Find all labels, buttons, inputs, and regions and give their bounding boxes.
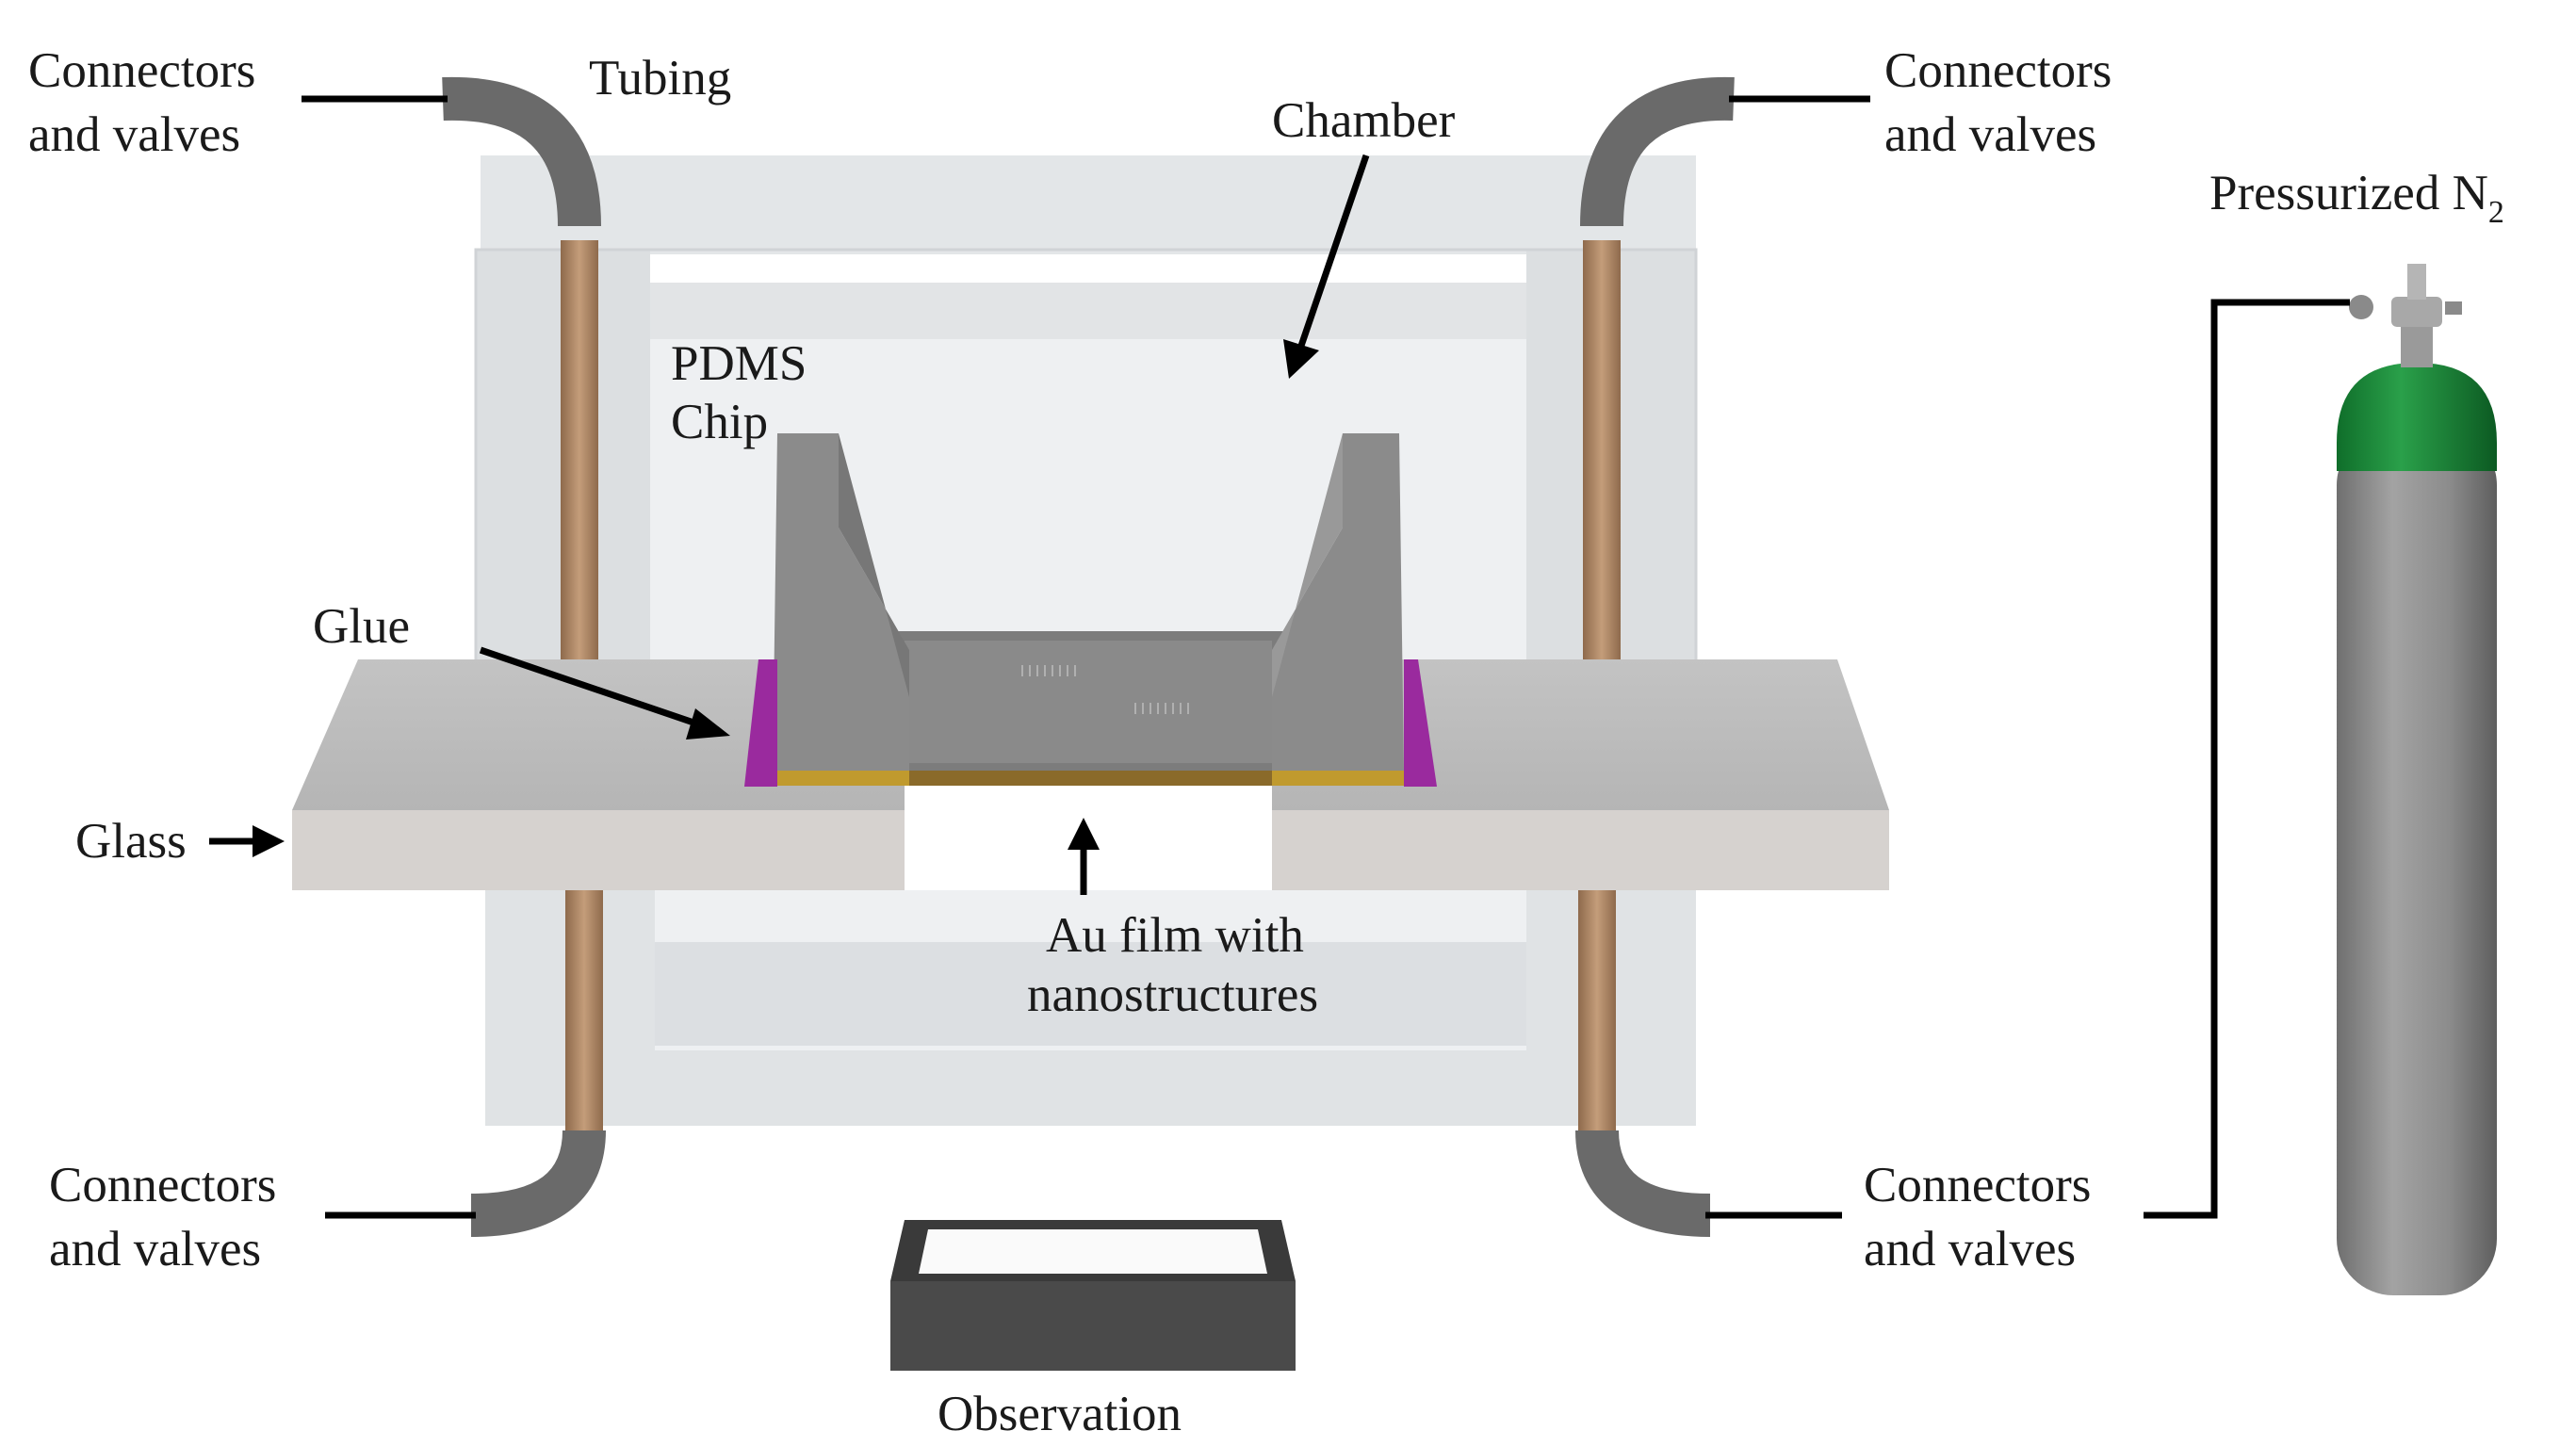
label-connectors-top-right-2: and valves [1884, 107, 2096, 162]
au-film [777, 771, 1404, 786]
observation-window-icon [890, 1220, 1296, 1371]
cylinder-valve [2391, 297, 2442, 327]
label-connectors-bottom-left-2: and valves [49, 1222, 261, 1276]
label-connectors-bottom-right-1: Connectors [1864, 1158, 2091, 1212]
hose-bottom-left [470, 1130, 606, 1237]
cylinder-valve-knob [2349, 295, 2373, 319]
cylinder-body [2337, 429, 2497, 1295]
observation-base [890, 1281, 1296, 1371]
tube-bottom-left [565, 890, 603, 1135]
cylinder-neck [2401, 325, 2433, 367]
chamber-lower-floor [655, 942, 1526, 1046]
label-observation: Observation [937, 1387, 1182, 1441]
glue [744, 659, 1437, 787]
pdms-right-tower-slope [1272, 433, 1343, 697]
label-connectors-top-left-1: Connectors [28, 43, 255, 98]
au-film-right-edge [1272, 771, 1404, 786]
gas-cylinder-icon [2337, 264, 2497, 1295]
label-connectors-top-right-1: Connectors [1884, 43, 2111, 98]
hose-top-left [442, 76, 601, 227]
tube-bottom-right [1578, 890, 1616, 1135]
label-pressurized-n2-sub: 2 [2488, 195, 2504, 230]
label-au-film-2: nanostructures [1027, 967, 1318, 1022]
label-au-film-1: Au film with [1046, 908, 1304, 963]
chamber-arrow-head [1283, 339, 1319, 379]
labels: Connectors and valves Tubing Chamber Con… [28, 43, 2504, 1441]
glass-right-front [1272, 810, 1889, 890]
tube-top-right [1583, 240, 1621, 735]
gas-supply-line [2144, 299, 2350, 1219]
glass-slide [292, 659, 1889, 890]
leader-lines [209, 95, 2350, 1219]
cylinder-valve-stem [2407, 264, 2426, 300]
label-glue: Glue [313, 599, 410, 654]
nanostructure-marks [1021, 665, 1189, 714]
hose-bottom-right [1575, 1130, 1711, 1237]
label-connectors-bottom-right-2: and valves [1864, 1222, 2076, 1276]
observation-screen [919, 1229, 1267, 1274]
pdms-channel [905, 641, 1272, 763]
label-connectors-bottom-left-1: Connectors [49, 1158, 276, 1212]
cylinder-valve-side [2445, 301, 2462, 315]
label-chamber: Chamber [1272, 93, 1456, 148]
pdms-chip [773, 433, 1404, 772]
pdms-left-tower [773, 433, 909, 772]
label-tubing: Tubing [589, 51, 731, 106]
glue-arrow-shaft [479, 646, 704, 729]
glass-left-front [292, 810, 905, 890]
pdms-right-tower [1272, 433, 1404, 772]
label-pressurized-n2-main: Pressurized N [2209, 166, 2488, 220]
label-pressurized-n2: Pressurized N2 [2209, 166, 2504, 230]
au-film-strip [777, 771, 1404, 786]
cylinder-cap [2337, 363, 2497, 471]
glue-left [744, 659, 777, 787]
hose-top-right [1580, 76, 1735, 227]
label-pdms-2: Chip [671, 395, 768, 449]
pdms-left-tower-slope [839, 433, 909, 697]
chamber-top-face [481, 155, 1696, 254]
glue-right [1404, 659, 1437, 787]
label-glass: Glass [75, 814, 187, 869]
label-connectors-top-left-2: and valves [28, 107, 240, 162]
au-film-arrow-head [1068, 818, 1100, 850]
tube-top-left [561, 240, 598, 740]
chamber-arrow-shaft [1296, 154, 1370, 350]
glue-arrow-head [686, 708, 730, 740]
au-film-left-edge [777, 771, 909, 786]
connector-hoses [442, 76, 1735, 1237]
glass-arrow-head [253, 825, 285, 857]
label-pdms-1: PDMS [671, 336, 807, 391]
chamber-inner-top [650, 283, 1526, 339]
